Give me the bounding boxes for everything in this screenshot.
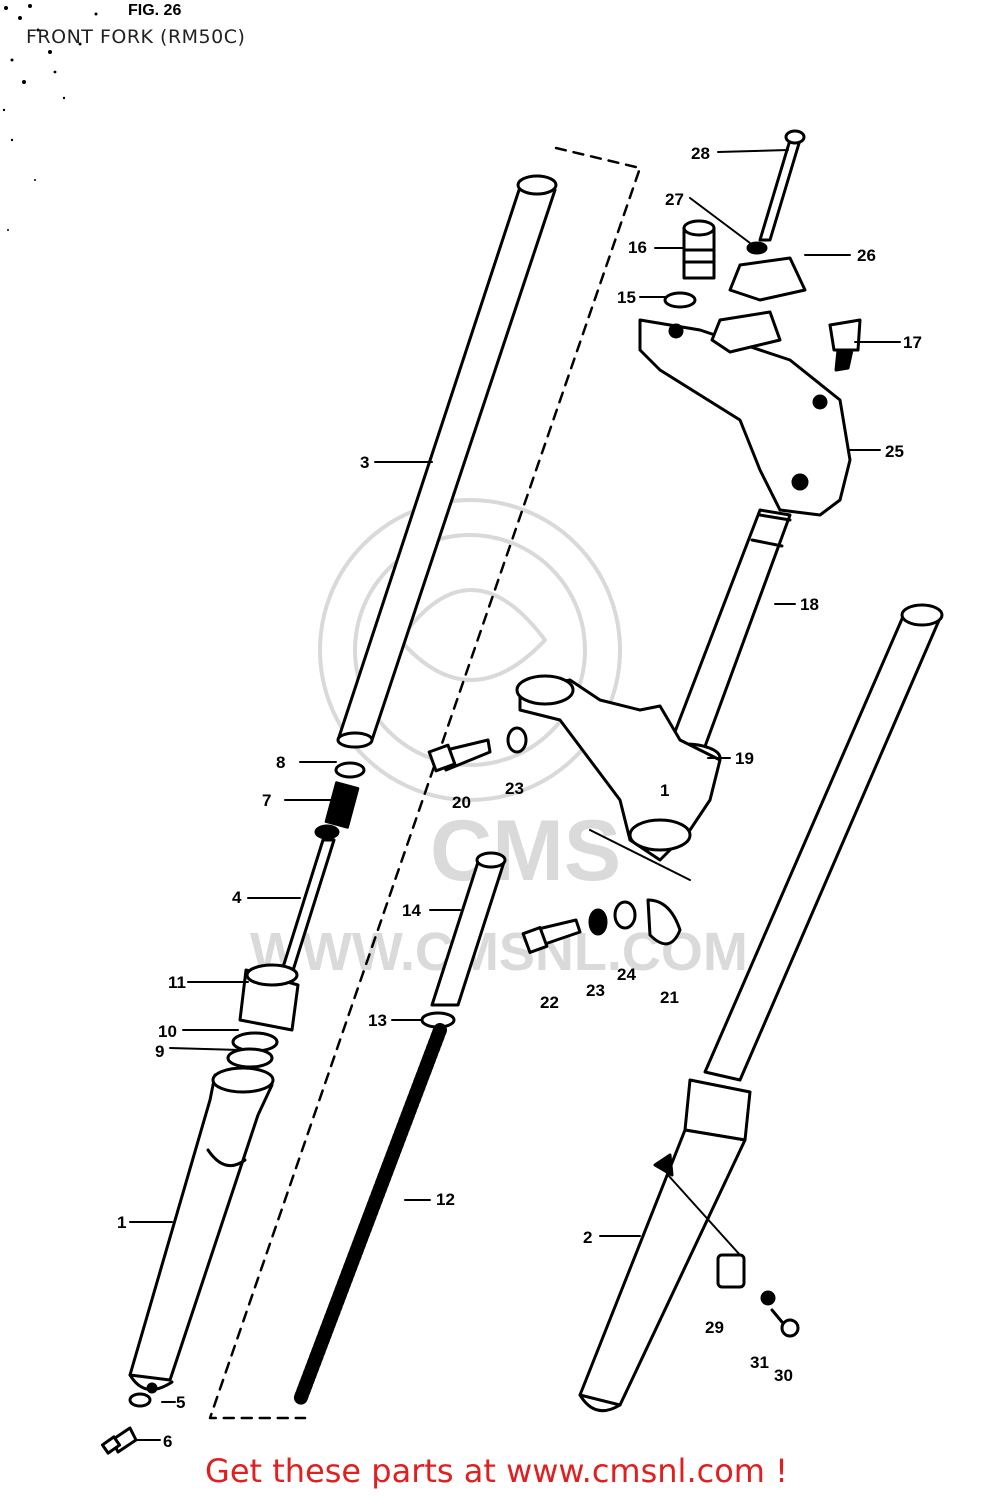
callout-18: 18 [800, 595, 819, 614]
bolt-28 [746, 129, 806, 255]
inner-tube [336, 174, 558, 749]
footer-link-text[interactable]: Get these parts at www.cmsnl.com ! [205, 1452, 788, 1490]
callout-31: 31 [750, 1353, 769, 1372]
outer-tube-right [578, 603, 944, 1413]
callout-15: 15 [617, 288, 636, 307]
bolt-17 [828, 318, 862, 372]
callout-20: 20 [452, 793, 471, 812]
callout-3: 3 [360, 453, 369, 472]
bolt-20 [427, 738, 492, 773]
outer-tube-left [128, 1066, 275, 1394]
callout-10: 10 [158, 1022, 177, 1041]
leader-lines [129, 149, 901, 1441]
handlebar-clamp [710, 256, 807, 354]
callout-24: 24 [617, 965, 636, 984]
callout-27: 27 [665, 190, 684, 209]
spacer [430, 851, 507, 1007]
lock-washer-23b [588, 908, 608, 936]
lower-bracket [515, 674, 722, 881]
callout-2: 2 [583, 1228, 592, 1247]
fork-seals [226, 963, 300, 1069]
callout-17: 17 [903, 333, 922, 352]
guide-29 [716, 1253, 746, 1289]
callout-extra-23: 23 [505, 779, 524, 798]
bolt-22 [521, 918, 582, 954]
callout-30: 30 [774, 1366, 793, 1385]
callout-28: 28 [691, 144, 710, 163]
callout-16: 16 [628, 238, 647, 257]
callout-29: 29 [705, 1318, 724, 1337]
bolt-6 [100, 1426, 138, 1455]
callout-4: 4 [232, 888, 242, 907]
callout-19: 19 [735, 749, 754, 768]
damper-rod [277, 761, 366, 982]
scan-noise [2, 4, 98, 231]
washer-31 [760, 1290, 776, 1306]
callout-labels: 1234567891011121314151617181920212223242… [117, 144, 922, 1451]
lock-washer-23a [506, 726, 528, 754]
clamp-21 [646, 898, 682, 946]
callout-9: 9 [155, 1042, 164, 1061]
callout-5: 5 [176, 1393, 185, 1412]
diagram-title: FRONT FORK (RM50C) [26, 26, 246, 48]
callout-23: 23 [586, 981, 605, 1000]
fork-spring [293, 1023, 447, 1407]
screw-30 [770, 1308, 800, 1338]
washer-24 [613, 900, 637, 930]
callout-8: 8 [276, 753, 285, 772]
callout-26: 26 [857, 246, 876, 265]
svg-text:CMS: CMS [430, 803, 621, 899]
callout-7: 7 [262, 791, 271, 810]
callout-13: 13 [368, 1011, 387, 1030]
callout-extra-1: 1 [660, 781, 669, 800]
callout-6: 6 [163, 1432, 172, 1451]
watermark-logo [318, 498, 622, 802]
cap-bolt [682, 219, 716, 280]
callout-11: 11 [168, 973, 186, 992]
o-ring [663, 291, 697, 309]
upper-bracket [638, 318, 852, 517]
figure-label: FIG. 26 [128, 2, 182, 19]
callout-25: 25 [885, 442, 904, 461]
callout-14: 14 [402, 901, 421, 920]
assembly-outline [208, 146, 642, 1420]
callout-12: 12 [436, 1190, 455, 1209]
callout-22: 22 [540, 993, 559, 1012]
callout-21: 21 [660, 988, 679, 1007]
callout-1: 1 [117, 1213, 126, 1232]
gasket [128, 1392, 152, 1408]
